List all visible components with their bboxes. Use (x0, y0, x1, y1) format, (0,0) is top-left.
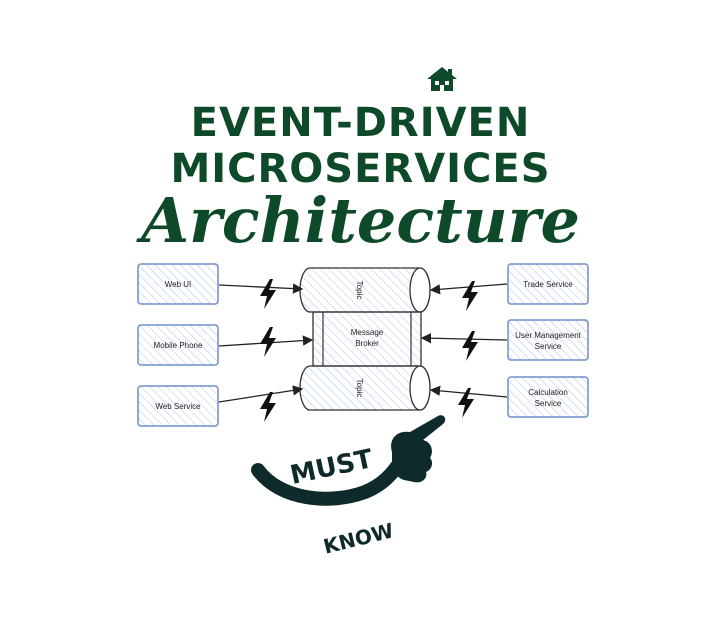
producer-label-web-ui: Web UI (165, 280, 192, 289)
arrow-web-service (218, 385, 304, 403)
lightning-icon (462, 331, 478, 361)
home-icon (427, 67, 457, 91)
consumer-label-user-management-2: Service (535, 342, 562, 351)
lightning-icon (260, 392, 276, 422)
title-line-3: Architecture (141, 184, 580, 257)
consumer-label-calculation-2: Service (535, 399, 562, 408)
arrow-web-ui (218, 283, 304, 294)
producer-box-mobile-phone: Mobile Phone (137, 324, 219, 366)
topic-label-top: Topic (355, 281, 364, 300)
topic-cylinder-bottom: Topic (299, 365, 431, 411)
consumer-box-calculation: Calculation Service (507, 376, 589, 418)
consumer-box-trade-service: Trade Service (507, 263, 589, 305)
topic-label-bottom: Topic (355, 379, 364, 398)
broker-label-1: Message (351, 328, 384, 337)
title-line-2: MICROSERVICES (170, 146, 551, 192)
lightning-icon (462, 281, 478, 311)
title-line-1: EVENT-DRIVEN (190, 100, 531, 146)
pointing-hand-icon (251, 415, 446, 506)
callout-must: MUST (288, 444, 376, 491)
topic-cylinder-top: Topic (299, 267, 431, 313)
message-broker-box: Message Broker (312, 311, 422, 367)
consumer-label-user-management-1: User Management (515, 331, 582, 340)
producer-label-mobile-phone: Mobile Phone (154, 341, 203, 350)
callout-know: KNOW (321, 518, 396, 559)
producer-box-web-service: Web Service (137, 385, 219, 427)
lightning-icon (260, 279, 276, 309)
producer-label-web-service: Web Service (155, 402, 201, 411)
consumer-label-calculation-1: Calculation (528, 388, 568, 397)
consumer-box-user-management: User Management Service (507, 319, 589, 361)
producer-box-web-ui: Web UI (137, 263, 219, 305)
consumer-label-trade-service: Trade Service (523, 280, 573, 289)
broker-label-2: Broker (355, 339, 379, 348)
arrow-user-management (420, 333, 508, 344)
